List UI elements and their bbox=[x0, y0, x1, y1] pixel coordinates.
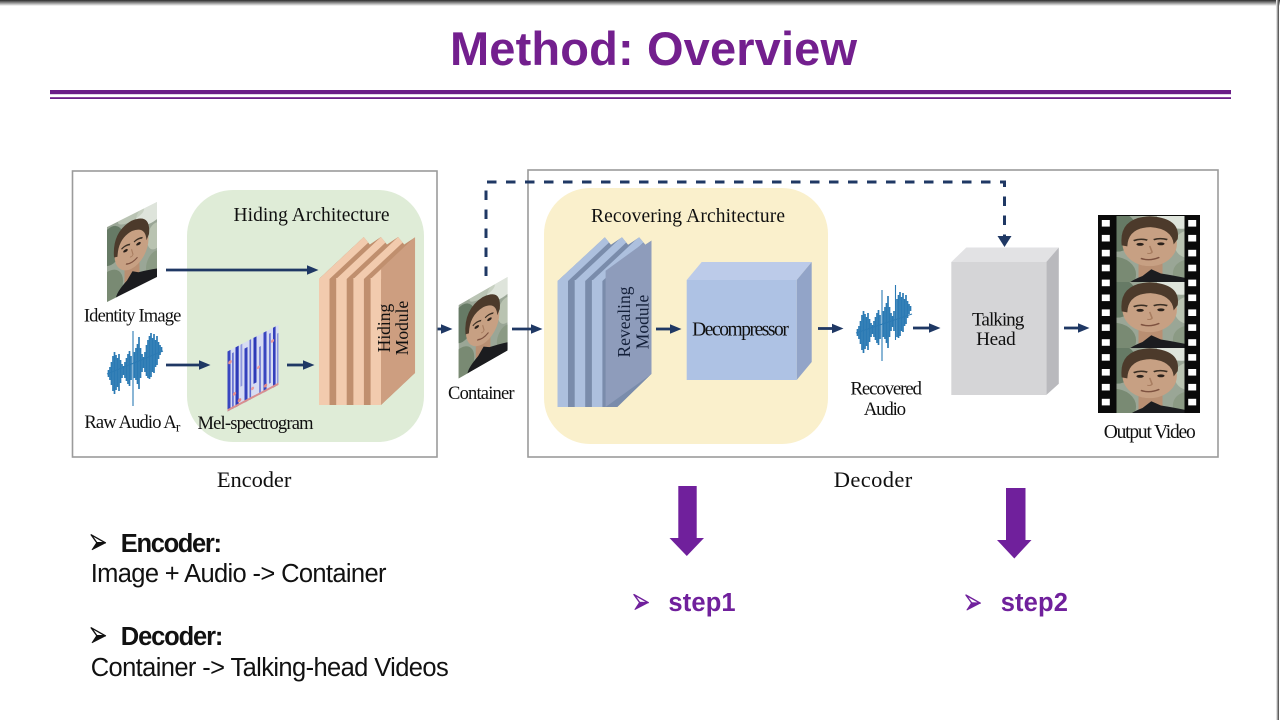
svg-text:Hiding: Hiding bbox=[374, 303, 394, 352]
svg-text:Output Video: Output Video bbox=[1104, 422, 1196, 443]
svg-text:Head: Head bbox=[976, 329, 1016, 350]
svg-text:Container: Container bbox=[448, 384, 515, 404]
svg-text:Identity Image: Identity Image bbox=[84, 307, 182, 327]
svg-text:Mel-spectrogram: Mel-spectrogram bbox=[198, 414, 315, 434]
svg-text:Recovering Architecture: Recovering Architecture bbox=[591, 206, 785, 227]
svg-text:Revealing: Revealing bbox=[614, 286, 634, 357]
svg-text:Method: Overview: Method: Overview bbox=[450, 22, 857, 75]
svg-text:Image + Audio -> Container: Image + Audio -> Container bbox=[91, 560, 387, 588]
svg-text:Decoder: Decoder bbox=[834, 467, 913, 492]
svg-text:Encoder:: Encoder: bbox=[121, 530, 222, 558]
svg-text:Module: Module bbox=[633, 295, 653, 350]
svg-text:Audio: Audio bbox=[864, 399, 906, 420]
svg-text:Raw Audio Ar: Raw Audio Ar bbox=[84, 413, 181, 435]
svg-text:step2: step2 bbox=[1001, 589, 1068, 617]
svg-text:Decoder:: Decoder: bbox=[121, 623, 224, 651]
svg-text:Container -> Talking-head Vide: Container -> Talking-head Videos bbox=[91, 654, 449, 682]
svg-text:step1: step1 bbox=[668, 589, 735, 617]
svg-text:Encoder: Encoder bbox=[217, 467, 292, 492]
svg-text:Recovered: Recovered bbox=[850, 379, 922, 400]
svg-text:Hiding Architecture: Hiding Architecture bbox=[234, 205, 390, 226]
svg-text:Decompressor: Decompressor bbox=[692, 320, 789, 341]
svg-text:Module: Module bbox=[392, 301, 412, 356]
svg-text:Talking: Talking bbox=[972, 309, 1025, 330]
